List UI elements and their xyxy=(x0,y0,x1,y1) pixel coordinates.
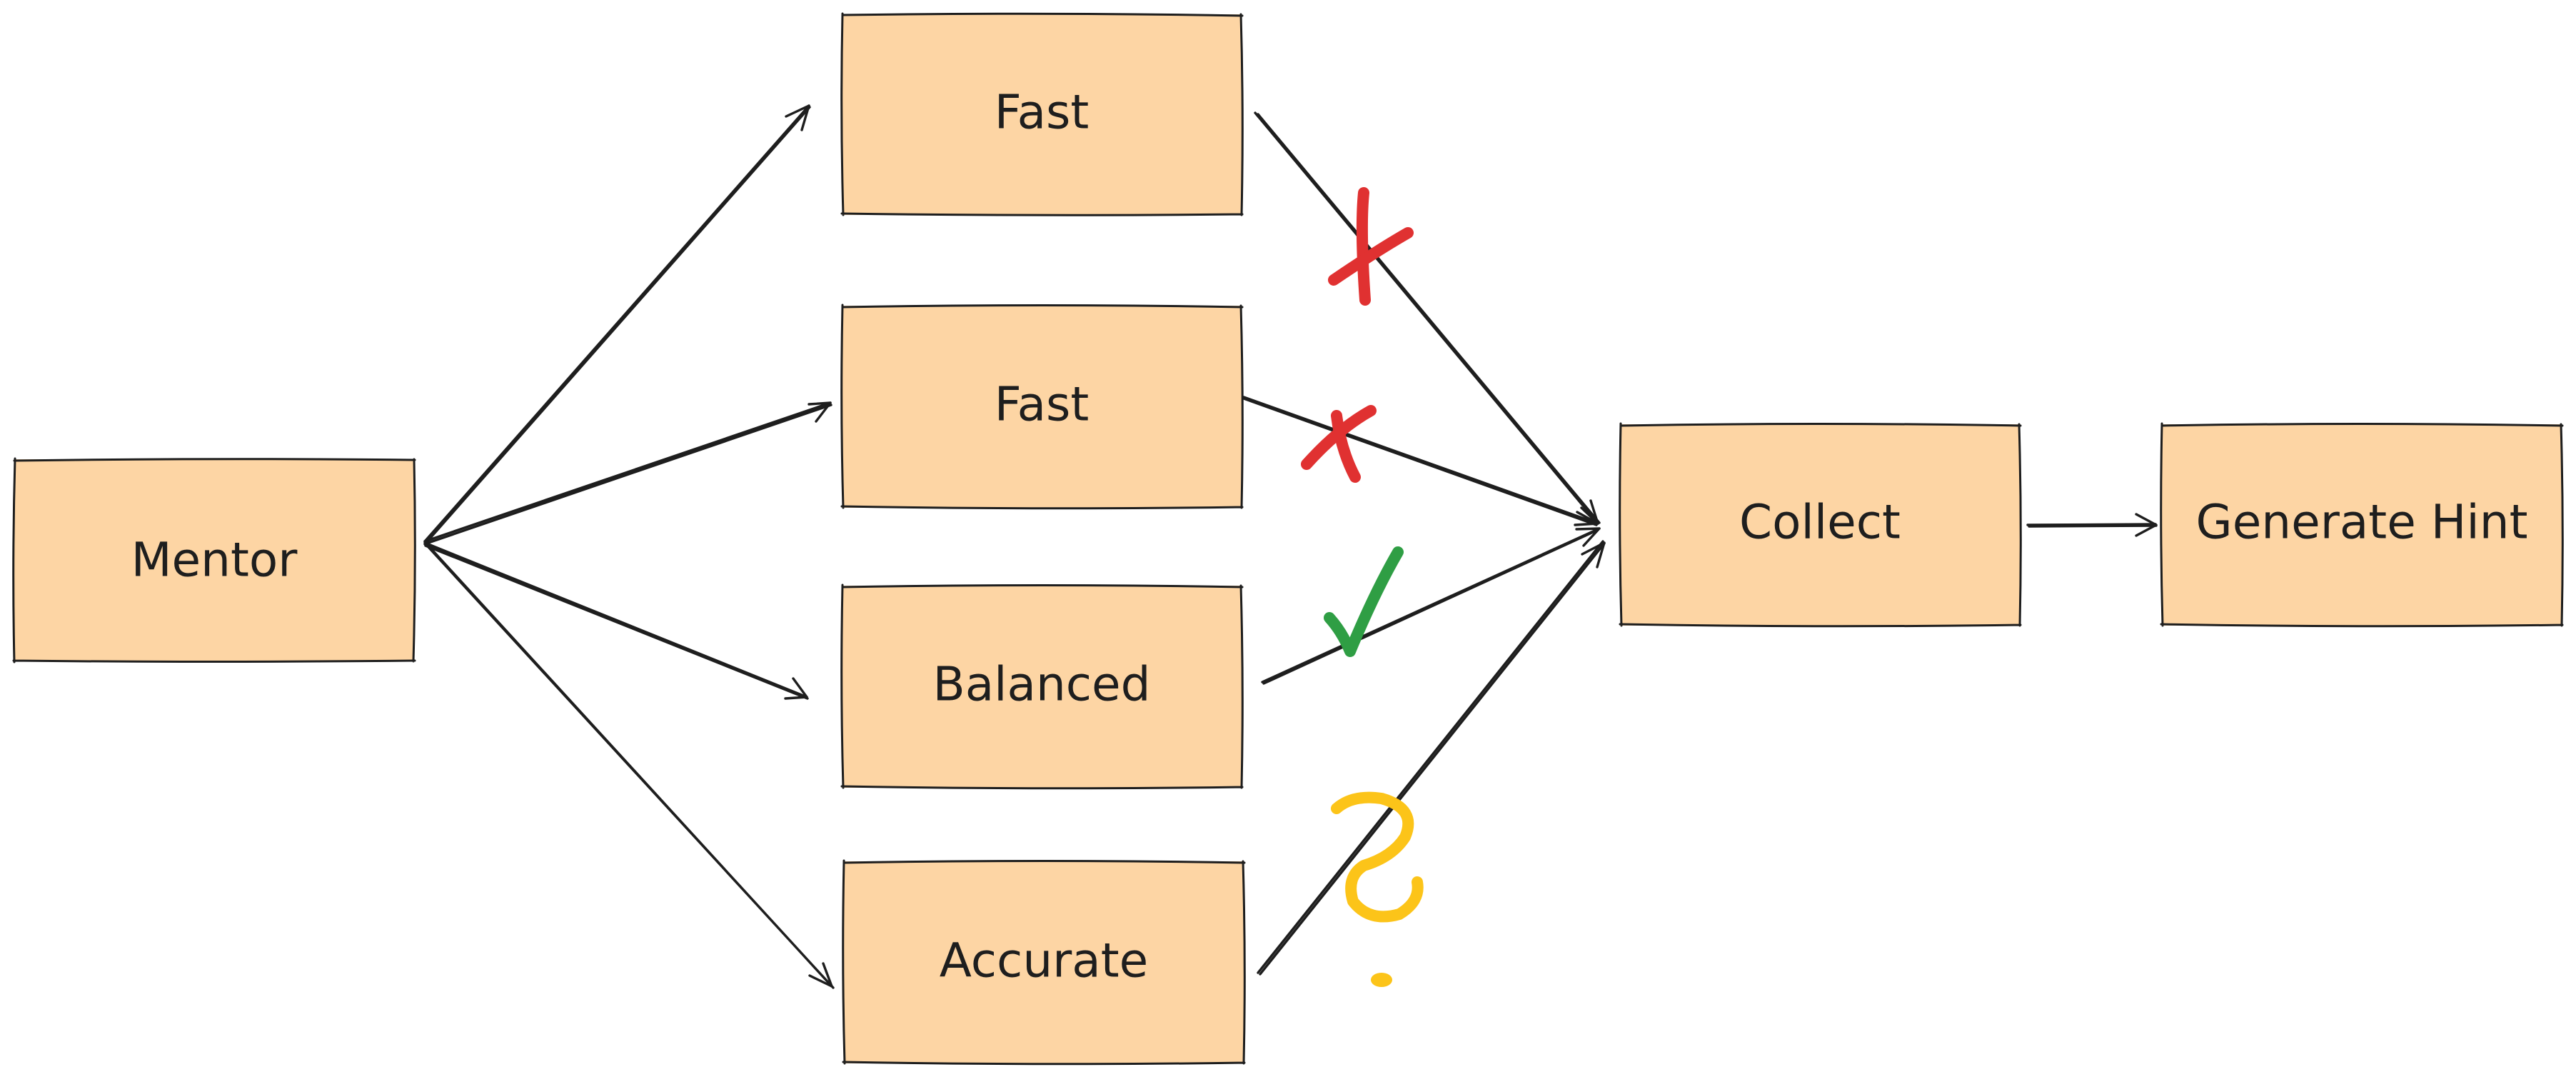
node-collect-label: Collect xyxy=(1739,495,1901,550)
arrow-mentor-to-balanced xyxy=(423,541,809,700)
node-generate-hint[interactable]: Generate Hint xyxy=(2160,422,2564,628)
x-mark-icon xyxy=(1328,187,1414,306)
node-fast-1[interactable]: Fast xyxy=(840,12,1244,216)
node-accurate[interactable]: Accurate xyxy=(842,859,1246,1066)
node-accurate-label: Accurate xyxy=(940,933,1148,988)
node-fast-1-label: Fast xyxy=(995,85,1090,140)
arrow-mentor-to-fast-2 xyxy=(423,401,832,545)
node-mentor[interactable]: Mentor xyxy=(12,457,416,663)
node-generate-hint-label: Generate Hint xyxy=(2196,495,2528,550)
arrow-mentor-to-fast-1 xyxy=(423,104,811,546)
x-mark-icon xyxy=(1301,405,1377,483)
node-fast-2[interactable]: Fast xyxy=(840,304,1244,510)
question-mark-icon xyxy=(1331,791,1424,987)
node-balanced-label: Balanced xyxy=(932,657,1150,712)
node-collect[interactable]: Collect xyxy=(1619,422,2022,628)
arrow-fast-2-to-collect xyxy=(1242,396,1599,526)
arrow-balanced-to-collect xyxy=(1261,527,1601,685)
node-fast-2-label: Fast xyxy=(995,377,1090,432)
arrow-mentor-to-accurate xyxy=(426,543,835,989)
node-mentor-label: Mentor xyxy=(131,533,298,588)
check-mark-icon xyxy=(1324,546,1404,657)
arrow-accurate-to-collect xyxy=(1257,540,1606,976)
node-balanced[interactable]: Balanced xyxy=(840,583,1244,790)
arrow-collect-to-generate-hint xyxy=(2026,513,2158,537)
